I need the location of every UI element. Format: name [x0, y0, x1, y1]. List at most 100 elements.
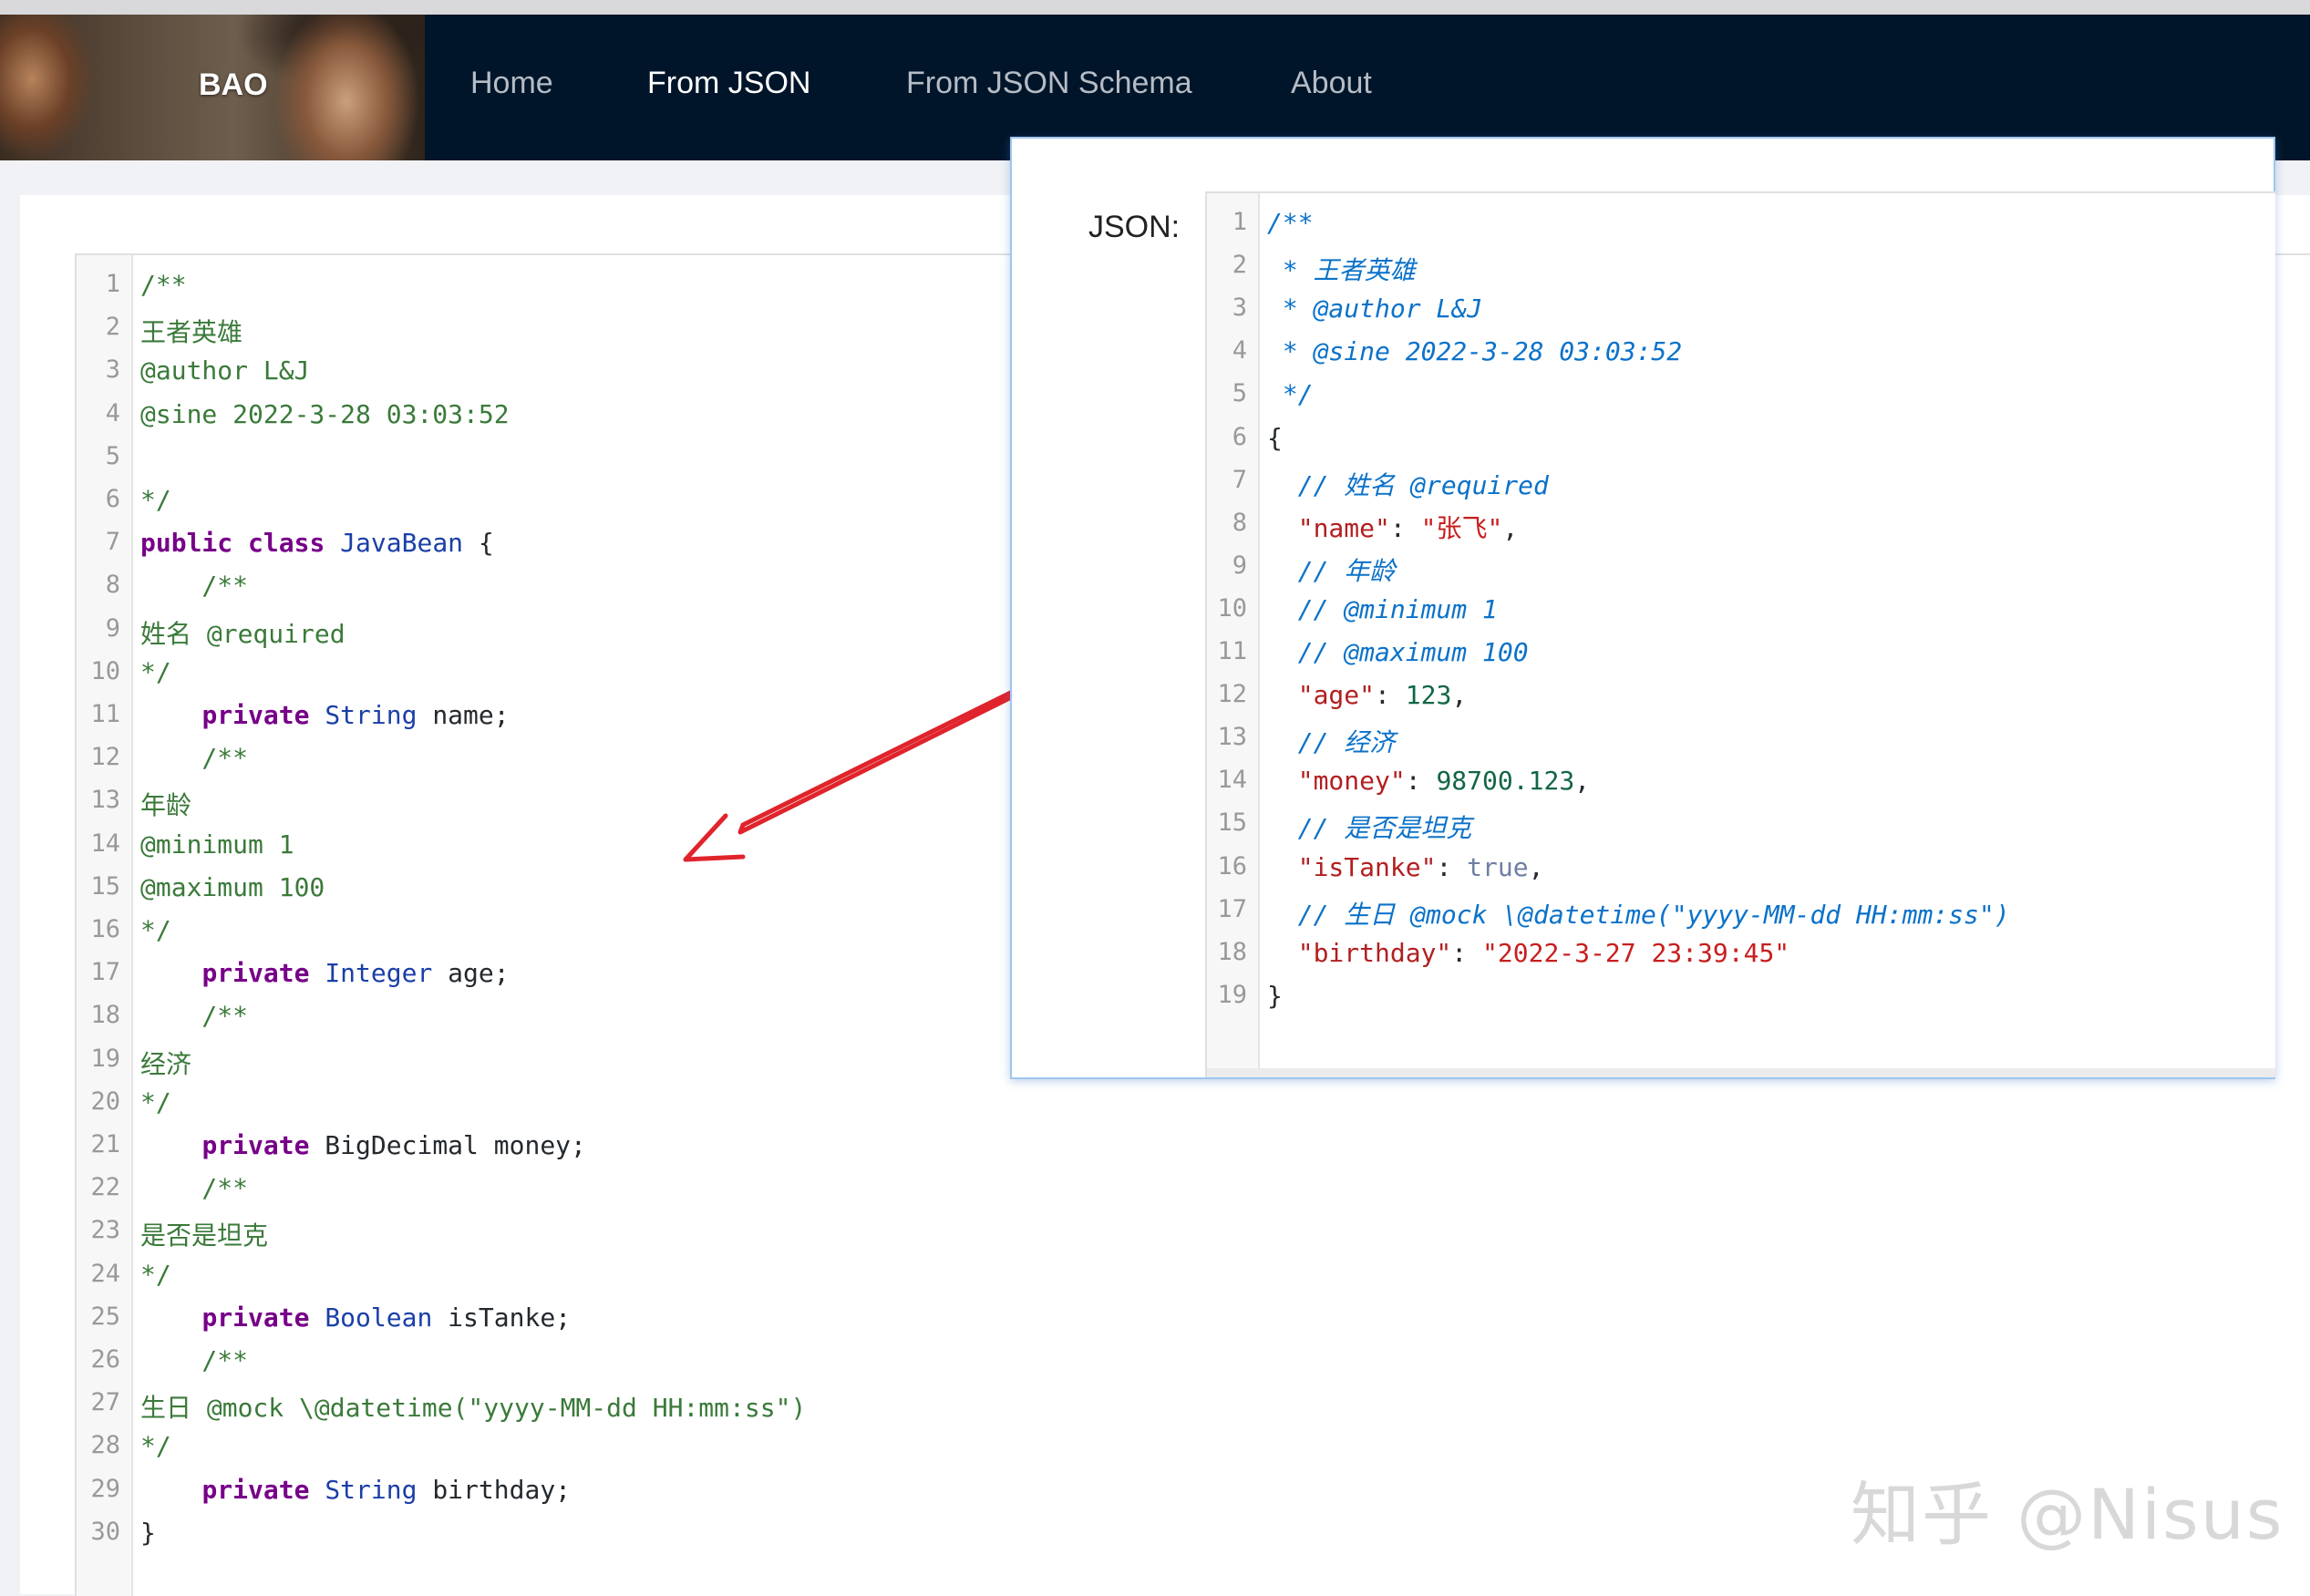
line-number: 29: [90, 1474, 120, 1503]
json-label: JSON:: [1088, 210, 1181, 244]
code-token: * @sine 2022-3-28 03:03:52: [1267, 336, 1683, 367]
line-number: 3: [1232, 293, 1247, 323]
line-number: 17: [1217, 894, 1247, 923]
code-token: // 姓名 @required: [1267, 469, 1549, 500]
code-token: "2022-3-27 23:39:45": [1482, 937, 1790, 968]
nav-item-home[interactable]: Home: [470, 66, 553, 100]
code-line: "money": 98700.123,: [1267, 766, 1590, 796]
line-number: 2: [105, 313, 120, 342]
nav-item-from-json[interactable]: From JSON: [647, 66, 811, 100]
code-token: true: [1467, 851, 1529, 882]
code-token: "isTanke": [1297, 851, 1437, 882]
line-number: 7: [1232, 465, 1247, 494]
code-line: */: [140, 1087, 171, 1117]
code-token: :: [1451, 937, 1483, 968]
code-line: }: [140, 1518, 156, 1548]
code-token: :: [1389, 512, 1421, 543]
code-line: /**: [140, 1173, 248, 1203]
line-number: 15: [1217, 808, 1247, 838]
code-token: ,: [1502, 512, 1519, 543]
code-token: */: [140, 485, 171, 515]
nav-item-from-json-schema[interactable]: From JSON Schema: [906, 66, 1192, 100]
line-number: 2: [1232, 251, 1247, 280]
code-token: "money": [1297, 766, 1406, 797]
code-line: // @minimum 1: [1267, 594, 1498, 624]
line-number: 17: [90, 958, 120, 987]
code-token: class: [248, 528, 325, 559]
code-line: "name": "张飞",: [1267, 509, 1518, 545]
code-token: 经济: [140, 1048, 192, 1079]
line-number: 9: [105, 613, 120, 643]
code-line: /**: [140, 1001, 248, 1031]
code-token: * @author L&J: [1267, 293, 1483, 324]
brand-logo[interactable]: BAO: [0, 15, 425, 160]
code-line: private String name;: [140, 700, 510, 730]
code-line: */: [140, 1260, 171, 1290]
line-number: 9: [1232, 551, 1247, 580]
line-number: 11: [90, 700, 120, 728]
code-line: // 姓名 @required: [1267, 466, 1549, 502]
code-line: }: [1267, 981, 1283, 1011]
code-line: "birthday": "2022-3-27 23:39:45": [1267, 938, 1789, 968]
line-number: 20: [90, 1086, 120, 1116]
code-token: [1267, 513, 1298, 543]
nav-item-about[interactable]: About: [1291, 66, 1372, 100]
code-line: "isTanke": true,: [1267, 851, 1544, 882]
code-token: private: [201, 1130, 310, 1160]
line-number: 15: [90, 871, 120, 901]
code-token: */: [140, 915, 171, 945]
line-number: 1: [1232, 208, 1247, 236]
line-number: 14: [1217, 766, 1247, 795]
line-number: 26: [90, 1345, 120, 1374]
code-line: private BigDecimal money;: [140, 1130, 585, 1160]
line-number: 18: [1217, 937, 1247, 966]
code-token: // 年龄: [1267, 555, 1396, 586]
brand-text: BAO: [199, 67, 268, 102]
code-line: 姓名 @required: [140, 614, 345, 651]
code-token: :: [1405, 766, 1437, 797]
code-line: * 王者英雄: [1267, 251, 1416, 287]
code-token: */: [140, 1431, 171, 1462]
code-token: /**: [140, 1345, 249, 1375]
code-token: [1267, 938, 1298, 968]
code-token: age;: [432, 958, 510, 989]
code-token: }: [140, 1517, 156, 1548]
code-line: // @maximum 100: [1267, 637, 1529, 667]
code-token: // @maximum 100: [1267, 637, 1529, 667]
line-number: 22: [90, 1173, 120, 1202]
watermark: 知乎 @Nisus: [1851, 1474, 2284, 1555]
code-token: // 是否是坦克: [1267, 813, 1472, 844]
code-token: 是否是坦克: [140, 1220, 269, 1251]
horizontal-scrollbar[interactable]: [1207, 1068, 2275, 1077]
code-token: "birthday": [1297, 937, 1452, 968]
code-token: JavaBean: [340, 528, 464, 559]
code-line: * @sine 2022-3-28 03:03:52: [1267, 336, 1682, 366]
line-number: 18: [90, 1001, 120, 1030]
code-token: :: [1436, 851, 1468, 882]
code-token: :: [1375, 680, 1406, 711]
code-token: */: [140, 1086, 171, 1117]
code-line: // 年龄: [1267, 551, 1396, 588]
code-token: {: [463, 528, 494, 559]
line-number: 16: [90, 915, 120, 943]
code-token: private: [201, 958, 310, 989]
code-token: private: [201, 1474, 310, 1505]
code-line: 年龄: [140, 786, 191, 822]
code-token: [1267, 680, 1298, 710]
line-number: 8: [105, 571, 120, 600]
line-number: 5: [105, 441, 120, 470]
code-token: // 生日 @mock \@datetime("yyyy-MM-dd HH:mm…: [1267, 899, 2010, 930]
code-line: 是否是坦克: [140, 1216, 268, 1252]
code-token: public: [140, 528, 233, 559]
code-token: 年龄: [140, 790, 192, 821]
code-token: "age": [1297, 680, 1376, 711]
code-line: 王者英雄: [140, 313, 242, 349]
code-token: @author L&J: [140, 355, 310, 386]
code-token: /**: [140, 270, 187, 300]
arrow-head: [683, 813, 746, 862]
code-token: Boolean: [325, 1302, 433, 1333]
code-line: // 生日 @mock \@datetime("yyyy-MM-dd HH:mm…: [1267, 895, 2010, 932]
line-number: 30: [90, 1517, 120, 1546]
code-token: name;: [417, 700, 510, 730]
